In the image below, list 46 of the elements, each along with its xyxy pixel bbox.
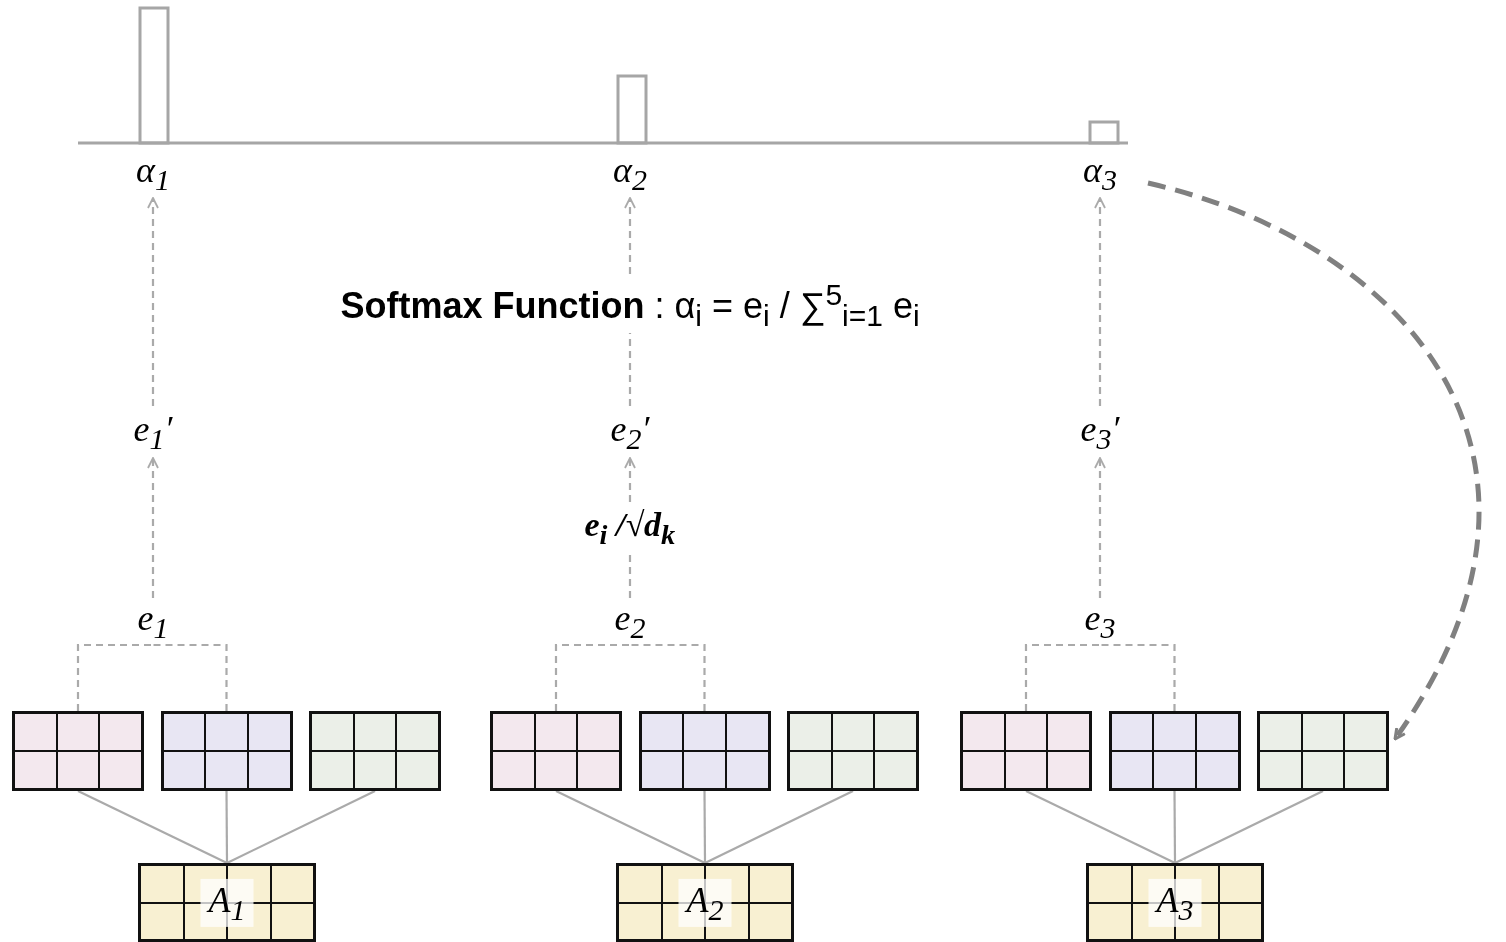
matrix-grid bbox=[160, 711, 293, 791]
connector-line bbox=[704, 790, 854, 864]
connector-line bbox=[554, 643, 630, 711]
connector-line bbox=[1173, 791, 1177, 863]
connector-line bbox=[630, 643, 706, 711]
arrow bbox=[147, 457, 159, 598]
matrix-grid bbox=[960, 711, 1092, 791]
matrix-grid bbox=[12, 711, 144, 791]
connector-line bbox=[1024, 643, 1100, 711]
connector-line bbox=[1025, 790, 1176, 864]
math-symbol: e$_{2}$′ bbox=[590, 406, 670, 458]
arrow bbox=[1094, 457, 1106, 598]
connector-line bbox=[225, 791, 229, 863]
matrix-grid bbox=[490, 711, 622, 791]
math-symbol: α$_{1}$ bbox=[113, 148, 193, 198]
matrix-grid bbox=[638, 711, 771, 791]
matrix-grid bbox=[616, 863, 794, 942]
math-symbol: e$_{1}$′ bbox=[113, 406, 193, 458]
matrix-grid bbox=[1108, 711, 1241, 791]
matrix-grid bbox=[1086, 863, 1264, 942]
matrix-grid bbox=[309, 711, 441, 791]
math-symbol: e$_{3}$′ bbox=[1060, 406, 1140, 458]
matrix-label: A$_{1}$ bbox=[200, 878, 254, 927]
connector-line bbox=[1174, 790, 1324, 864]
math-symbol: e$_{3}$ bbox=[1065, 598, 1135, 645]
connector-line bbox=[153, 643, 228, 711]
matrix-label: A$_{2}$ bbox=[678, 878, 732, 927]
matrix-label: A$_{3}$ bbox=[1148, 878, 1202, 927]
edge-label: e$_{i}$ /√d$_{k}$ bbox=[584, 505, 676, 551]
arrow bbox=[147, 197, 159, 406]
math-symbol: e$_{2}$ bbox=[595, 598, 665, 645]
matrix-grid bbox=[787, 711, 919, 791]
arrow bbox=[1094, 197, 1106, 406]
connector-line bbox=[226, 790, 376, 864]
math-symbol: α$_{2}$ bbox=[590, 148, 670, 198]
arrow bbox=[1147, 180, 1481, 741]
formula-text: Softmax Function : α$_{i}$ = e$_{i}$ / ∑$^{5}$$_{i=1}$ e$_{i}$ bbox=[340, 277, 920, 333]
connector-line bbox=[1100, 643, 1176, 711]
connector-line bbox=[77, 790, 228, 864]
math-symbol: α$_{3}$ bbox=[1060, 148, 1140, 198]
connector-line bbox=[703, 791, 707, 863]
connector-line bbox=[555, 790, 706, 864]
connector-line bbox=[76, 643, 153, 711]
matrix-grid bbox=[1257, 711, 1389, 791]
matrix-grid bbox=[138, 863, 316, 942]
math-symbol: e$_{1}$ bbox=[118, 598, 188, 645]
